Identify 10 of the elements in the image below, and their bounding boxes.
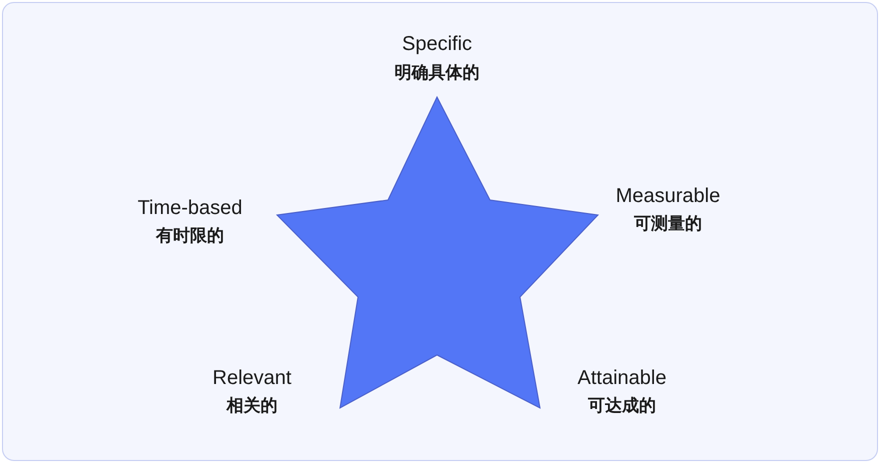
point-label: Specific <box>402 33 472 56</box>
point-label: Time-based <box>138 197 242 220</box>
point-translation-label: 有时限的 <box>156 226 224 246</box>
point-translation-label: 相关的 <box>226 396 278 416</box>
point-translation-label: 可测量的 <box>634 214 702 234</box>
point-label: Relevant <box>212 367 292 390</box>
point-label: Attainable <box>578 367 666 390</box>
point-label: Measurable <box>616 185 720 208</box>
point-translation-label: 明确具体的 <box>394 63 480 83</box>
point-translation-label: 可达成的 <box>588 396 656 416</box>
